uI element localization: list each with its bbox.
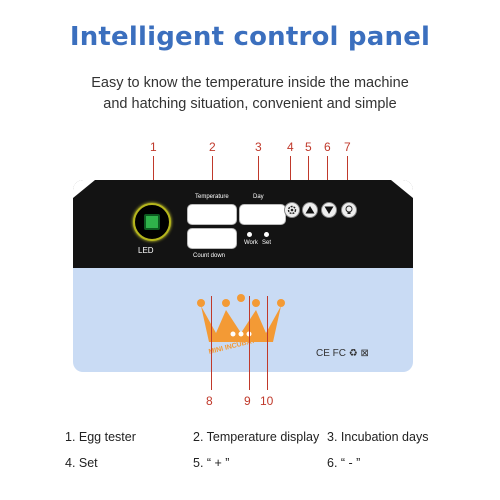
led-icon bbox=[144, 214, 160, 230]
callout-9: 9 bbox=[244, 394, 251, 408]
light-button[interactable] bbox=[341, 202, 357, 218]
triangle-down-icon bbox=[324, 206, 334, 214]
callout-2: 2 bbox=[209, 140, 216, 154]
work-label: Work bbox=[244, 240, 258, 246]
callout-8: 8 bbox=[206, 394, 213, 408]
leader-line-3 bbox=[258, 156, 259, 188]
callout-5: 5 bbox=[305, 140, 312, 154]
set-indicator bbox=[264, 232, 269, 237]
countdown-display bbox=[187, 228, 237, 249]
leader-line-6 bbox=[327, 156, 328, 200]
temperature-label: Temperature bbox=[195, 194, 229, 200]
callout-10: 10 bbox=[260, 394, 274, 408]
leader-line-2 bbox=[212, 156, 213, 188]
legend-item-5: 5. “ + ” bbox=[193, 456, 230, 470]
panel-edge-shape bbox=[73, 180, 413, 198]
callout-1: 1 bbox=[150, 140, 157, 154]
legend-item-2: 2. Temperature display bbox=[193, 430, 320, 444]
gear-icon bbox=[287, 205, 297, 215]
triangle-up-icon bbox=[305, 206, 315, 214]
day-label: Day bbox=[253, 194, 264, 200]
page-title: Intelligent control panel bbox=[69, 22, 431, 52]
leader-line-9 bbox=[249, 296, 250, 390]
day-display bbox=[239, 204, 286, 225]
legend-item-6: 6. “ - ” bbox=[327, 456, 361, 470]
work-indicator bbox=[247, 232, 252, 237]
legend-item-3: 3. Incubation days bbox=[327, 430, 429, 444]
egg-tester-led-button[interactable] bbox=[133, 203, 171, 241]
led-label: LED bbox=[138, 246, 154, 255]
certification-marks: CE FC ♻ ⊠ bbox=[316, 348, 369, 359]
leader-line-1 bbox=[153, 156, 154, 202]
set-label: Set bbox=[262, 240, 272, 246]
callout-6: 6 bbox=[324, 140, 331, 154]
callout-4: 4 bbox=[287, 140, 294, 154]
leader-line-8 bbox=[211, 296, 212, 390]
subtitle-line-2: and hatching situation, convenient and s… bbox=[103, 96, 397, 112]
leader-line-4 bbox=[290, 156, 291, 200]
countdown-label: Count down bbox=[193, 253, 226, 259]
leader-line-5 bbox=[308, 156, 309, 200]
leader-line-10 bbox=[267, 296, 268, 390]
set-button[interactable] bbox=[284, 202, 300, 218]
legend-item-1: 1. Egg tester bbox=[65, 430, 136, 444]
panel-bottom bbox=[73, 268, 413, 372]
plus-button[interactable] bbox=[302, 202, 318, 218]
bulb-icon bbox=[345, 205, 353, 214]
callout-3: 3 bbox=[255, 140, 262, 154]
minus-button[interactable] bbox=[321, 202, 337, 218]
temperature-display bbox=[187, 204, 237, 225]
leader-line-7 bbox=[347, 156, 348, 200]
legend-item-4: 4. Set bbox=[65, 456, 98, 470]
subtitle-line-1: Easy to know the temperature inside the … bbox=[91, 75, 409, 91]
callout-7: 7 bbox=[344, 140, 351, 154]
control-panel: LED Temperature Day Work Set Count down bbox=[73, 180, 413, 372]
